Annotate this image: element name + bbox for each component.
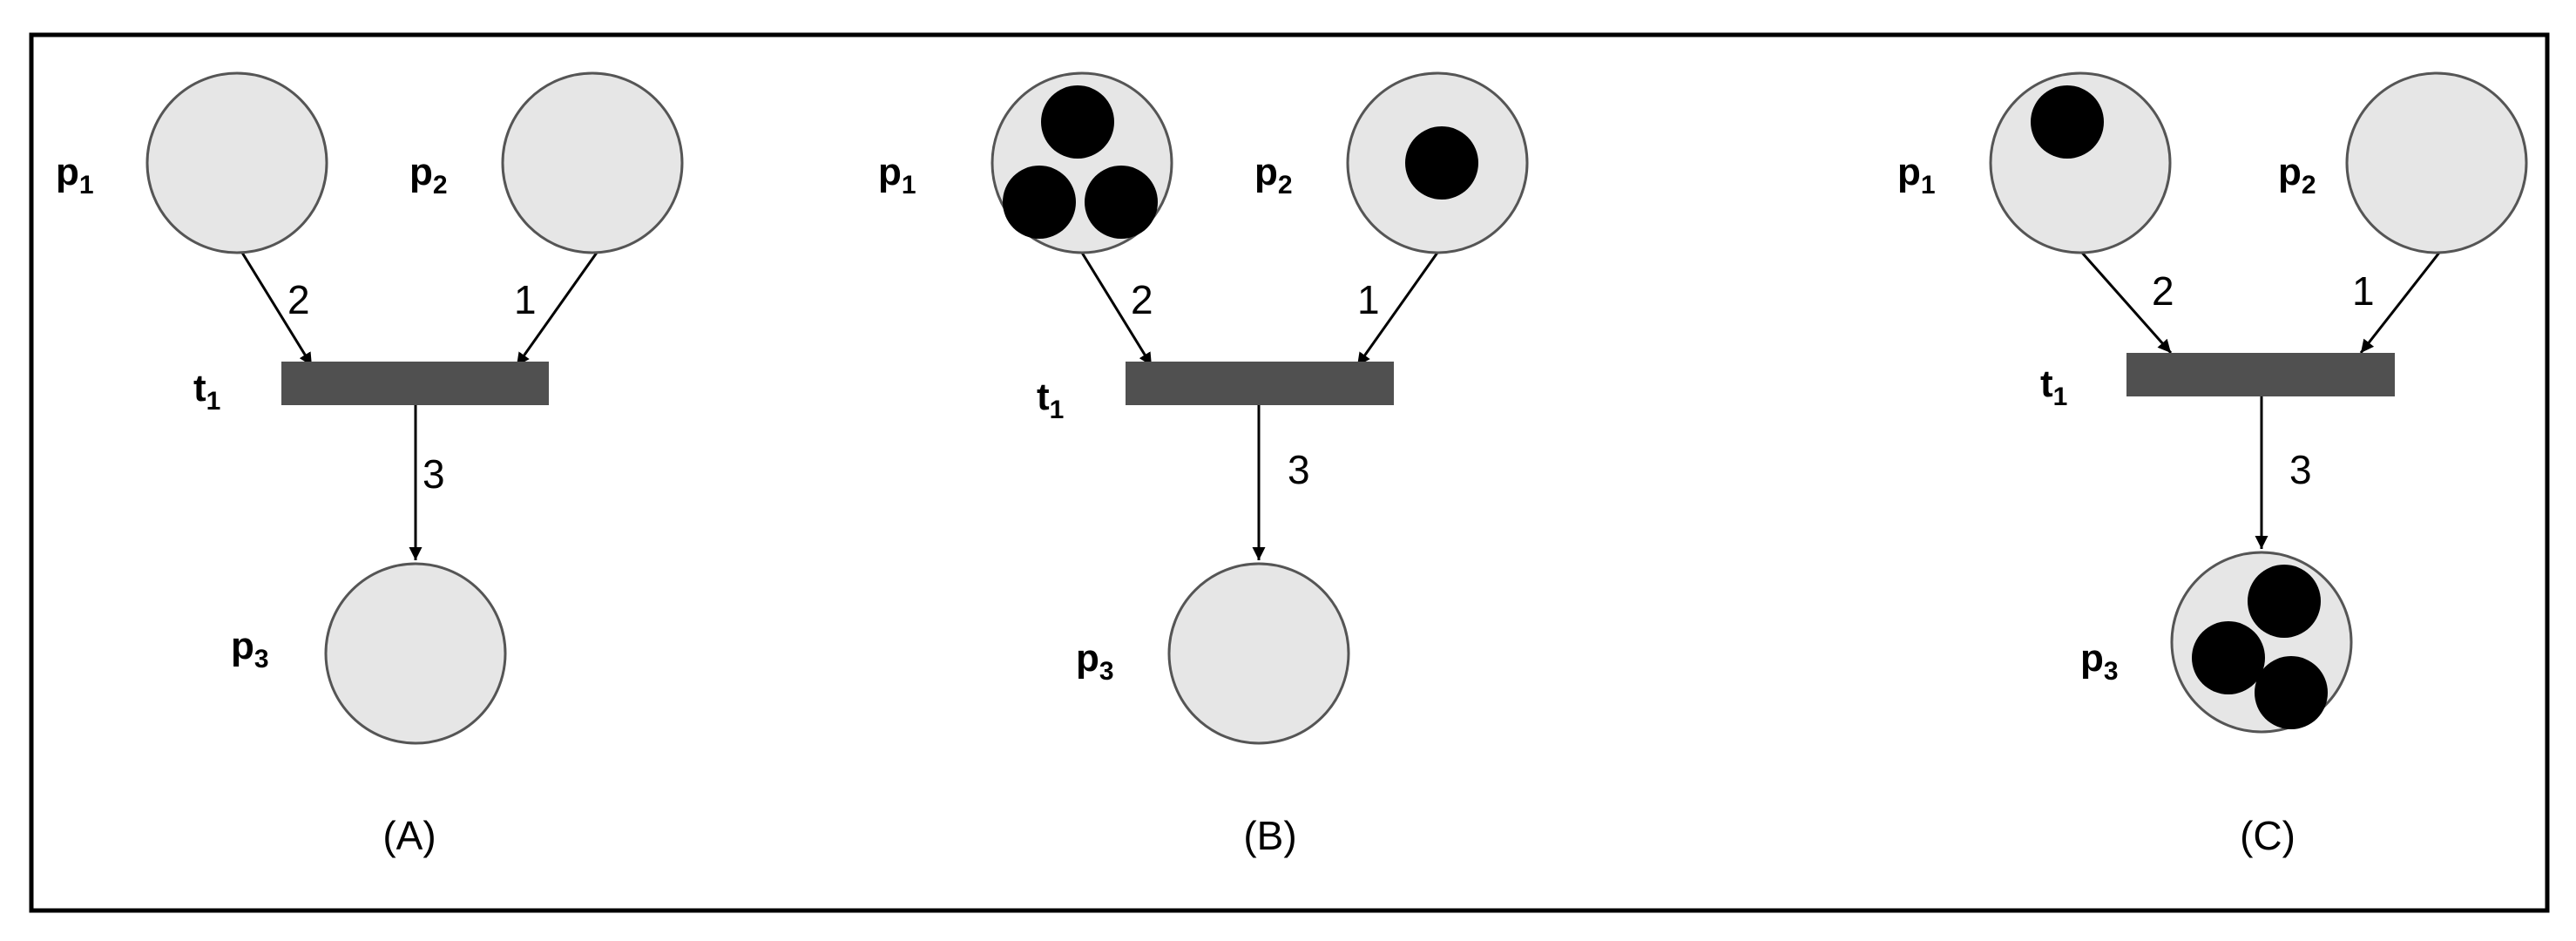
arc-p2-t1 — [1356, 252, 1439, 367]
arc-weight-p1-t1: 2 — [287, 277, 310, 322]
token — [2248, 565, 2321, 638]
token — [1085, 166, 1158, 239]
panel-a: p1 p2 p3 t1 2 1 3 (A) — [56, 71, 684, 858]
transition-t1 — [2126, 353, 2395, 396]
token — [2031, 85, 2104, 159]
arc-p1-t1 — [1080, 252, 1153, 367]
transition-label-t1: t1 — [193, 367, 220, 416]
place-p2 — [2345, 71, 2528, 254]
arc-weight-p1-t1: 2 — [2152, 268, 2174, 314]
place-label-p2: p2 — [1254, 151, 1293, 200]
panel-caption-b: (B) — [1243, 813, 1296, 858]
token — [1003, 166, 1076, 239]
transition-t1 — [281, 362, 549, 405]
transition-t1 — [1126, 362, 1394, 405]
panel-c: p1 p2 p3 t1 2 1 3 (C) — [1897, 71, 2528, 858]
token — [2192, 621, 2265, 694]
place-label-p1: p1 — [56, 151, 94, 200]
place-label-p2: p2 — [2278, 151, 2316, 200]
figure-frame — [29, 32, 2550, 913]
arc-weight-p2-t1: 1 — [2352, 268, 2375, 314]
place-label-p3: p3 — [1076, 637, 1114, 686]
panel-caption-a: (A) — [382, 813, 436, 858]
place-p3 — [1167, 562, 1350, 745]
place-label-p3: p3 — [2080, 637, 2119, 686]
place-label-p1: p1 — [1897, 151, 1936, 200]
place-label-p1: p1 — [878, 151, 916, 200]
token — [1405, 126, 1478, 200]
arc-weight-p1-t1: 2 — [1131, 277, 1153, 322]
arc-weight-p2-t1: 1 — [1357, 277, 1380, 322]
place-p3 — [324, 562, 507, 745]
arc-weight-t1-p3: 3 — [2289, 447, 2312, 492]
place-label-p3: p3 — [231, 625, 269, 674]
arc-p1-t1 — [240, 252, 314, 367]
arc-p2-t1 — [2359, 252, 2441, 354]
arc-weight-t1-p3: 3 — [1288, 447, 1310, 492]
token — [1041, 85, 1114, 159]
arc-p2-t1 — [515, 252, 598, 367]
transition-label-t1: t1 — [2040, 362, 2067, 411]
token — [2255, 656, 2328, 729]
place-p1 — [145, 71, 328, 254]
place-label-p2: p2 — [409, 151, 448, 200]
arc-p1-t1 — [2080, 252, 2173, 354]
panel-b: p1 p2 p3 t1 2 1 3 (B) — [878, 71, 1529, 858]
panel-caption-c: (C) — [2240, 813, 2295, 858]
place-p2 — [501, 71, 684, 254]
transition-label-t1: t1 — [1037, 376, 1064, 424]
arc-weight-p2-t1: 1 — [514, 277, 537, 322]
arc-weight-t1-p3: 3 — [423, 451, 445, 497]
